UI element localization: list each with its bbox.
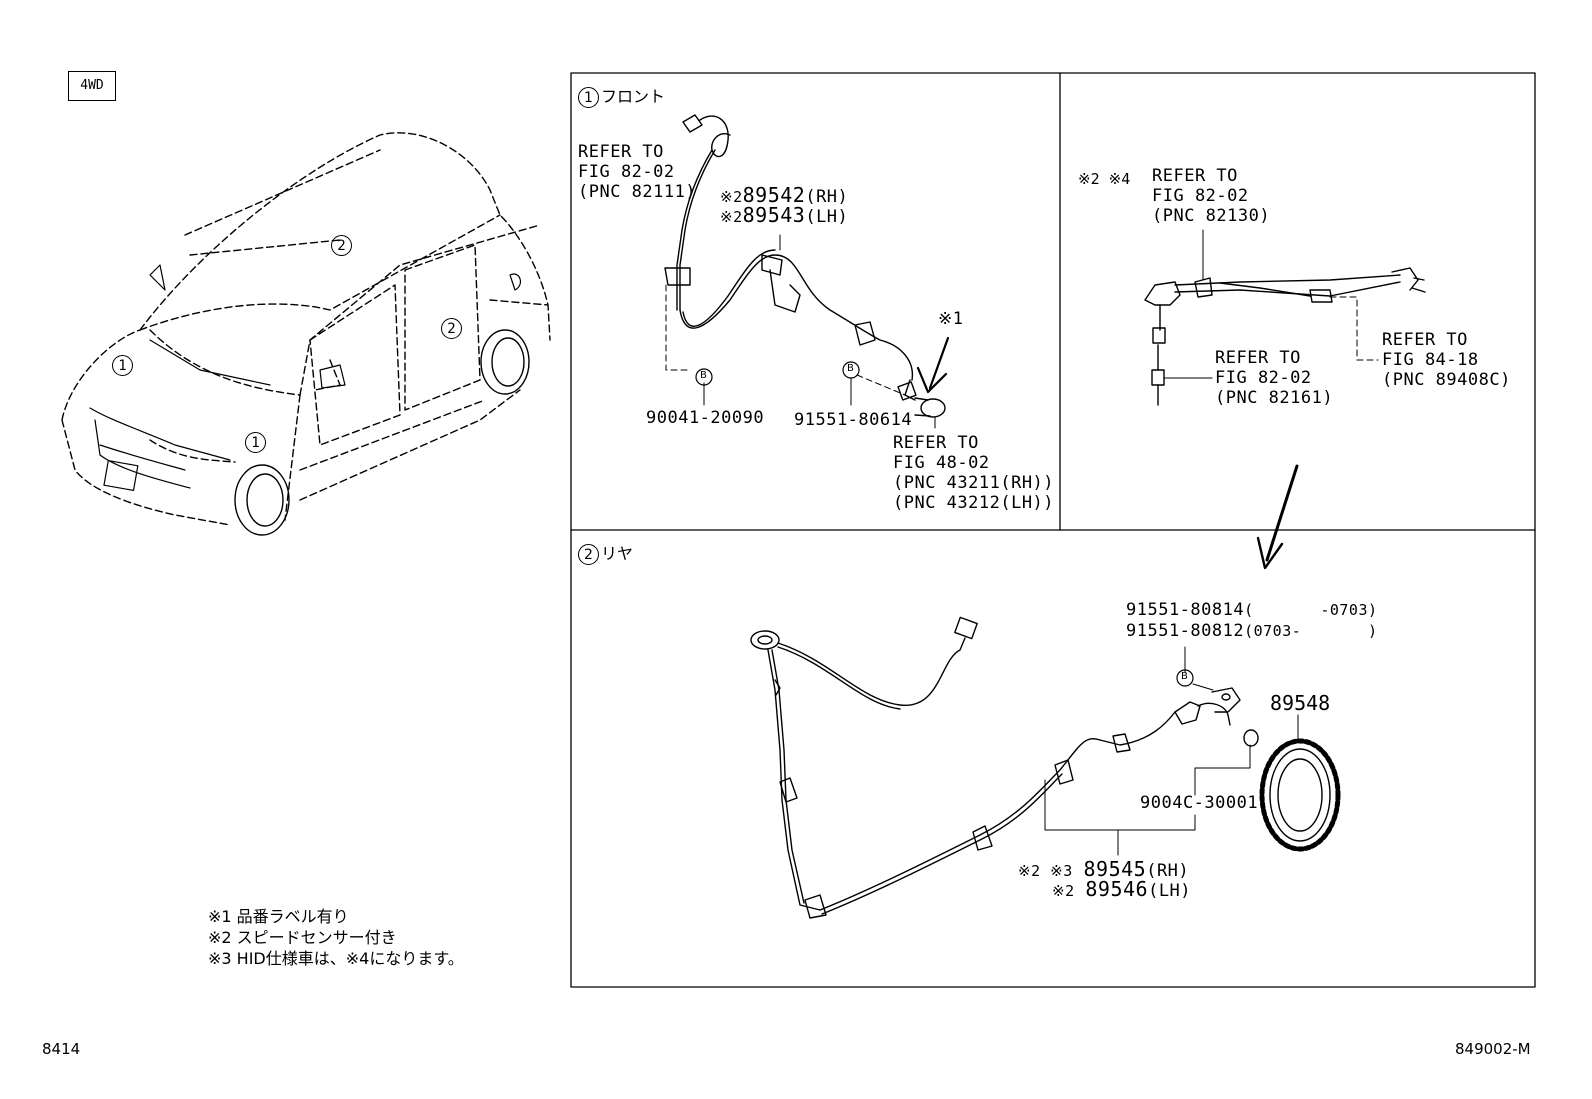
- rear-speed-sensor-art: [750, 616, 1259, 919]
- rear-view-number: 2: [578, 544, 599, 565]
- sensor-rotor-gear-art: [1259, 738, 1341, 852]
- part-9004c-30001-label: 9004C-30001: [1140, 793, 1259, 813]
- hid-to-rear-arrow: [1256, 464, 1299, 570]
- front-b-label-2: B: [847, 363, 854, 374]
- part-89548-label: 89548: [1270, 691, 1331, 715]
- part-89545-label: ※2 ※3 89545(RH): [1018, 857, 1190, 881]
- car-marker-front-wheel: 1: [245, 432, 268, 453]
- hid-leader-lines: [1163, 229, 1379, 379]
- part-91551-80614-label: 91551-80614: [794, 410, 913, 430]
- front-speed-sensor-art: [664, 114, 946, 418]
- drive-type-badge: 4WD: [68, 71, 116, 101]
- footnotes: ※1 品番ラベル有り ※2 スピードセンサー付き ※3 HID仕様車は、※4にな…: [208, 906, 464, 969]
- part-90041-20090-label: 90041-20090: [646, 408, 765, 428]
- part-89543-label: ※289543(LH): [720, 203, 849, 227]
- front-leader-lines: [665, 234, 936, 429]
- hid-refer-right: REFER TO FIG 84-18 (PNC 89408C): [1382, 330, 1511, 390]
- hid-refer-mid: REFER TO FIG 82-02 (PNC 82161): [1215, 348, 1334, 408]
- front-b-label-1: B: [700, 370, 707, 381]
- front-arrow-mark: ※1: [938, 309, 964, 329]
- front-b-circle-2: [842, 361, 860, 379]
- part-91551-80812-label: 91551-80812(0703- ): [1126, 621, 1378, 641]
- car-marker-rear-wheel: 2: [441, 318, 464, 339]
- front-indicator-arrow: [916, 336, 950, 394]
- front-b-circle-1: [695, 368, 713, 386]
- part-89546-label: ※2 89546(LH): [1052, 877, 1192, 901]
- hid-harness-art: [1144, 267, 1426, 406]
- footnote-1: ※1 品番ラベル有り: [208, 907, 349, 926]
- front-view-number: 1: [578, 87, 599, 108]
- rear-leader-lines: [1044, 646, 1299, 856]
- part-91551-80814-label: 91551-80814( -0703): [1126, 600, 1378, 620]
- car-marker-front-hood: 1: [112, 355, 135, 376]
- vehicle-wheels: [234, 329, 530, 536]
- rear-view-label: リヤ: [601, 544, 634, 563]
- footnote-2: ※2 スピードセンサー付き: [208, 928, 397, 947]
- front-refer-knuckle: REFER TO FIG 48-02 (PNC 43211(RH)) (PNC …: [893, 433, 1055, 513]
- front-view-label: フロント: [601, 87, 666, 106]
- rear-b-circle: [1176, 669, 1194, 687]
- hid-marks: ※2 ※4: [1078, 170, 1131, 188]
- front-refer-harness: REFER TO FIG 82-02 (PNC 82111): [578, 142, 697, 202]
- vehicle-detail-lines: [89, 264, 522, 492]
- vehicle-outline: [61, 132, 551, 526]
- car-marker-rear-top: 2: [331, 235, 354, 256]
- page-number: 8414: [42, 1040, 81, 1058]
- hid-refer-top: REFER TO FIG 82-02 (PNC 82130): [1152, 166, 1271, 226]
- rear-b-label: B: [1181, 671, 1188, 682]
- figure-code: 849002-M: [1455, 1040, 1531, 1058]
- part-89542-label: ※289542(RH): [720, 183, 849, 207]
- footnote-3: ※3 HID仕様車は、※4になります。: [208, 949, 464, 968]
